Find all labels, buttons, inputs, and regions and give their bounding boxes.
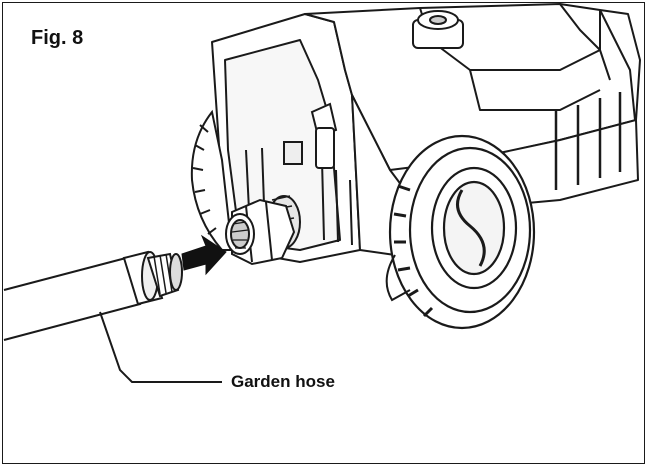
garden-hose: [3, 250, 183, 341]
water-inlet-coupler: [225, 195, 301, 266]
front-grille: [554, 92, 622, 190]
insert-direction-arrow: [181, 234, 227, 276]
figure-label: Fig. 8: [31, 27, 84, 49]
figure-frame: [2, 2, 645, 464]
strap-tag: [283, 102, 338, 169]
tire-edge: [385, 254, 411, 302]
front-wheel: [388, 134, 536, 330]
callout-leader-line: [99, 311, 222, 383]
garden-hose-label: Garden hose: [231, 372, 335, 391]
